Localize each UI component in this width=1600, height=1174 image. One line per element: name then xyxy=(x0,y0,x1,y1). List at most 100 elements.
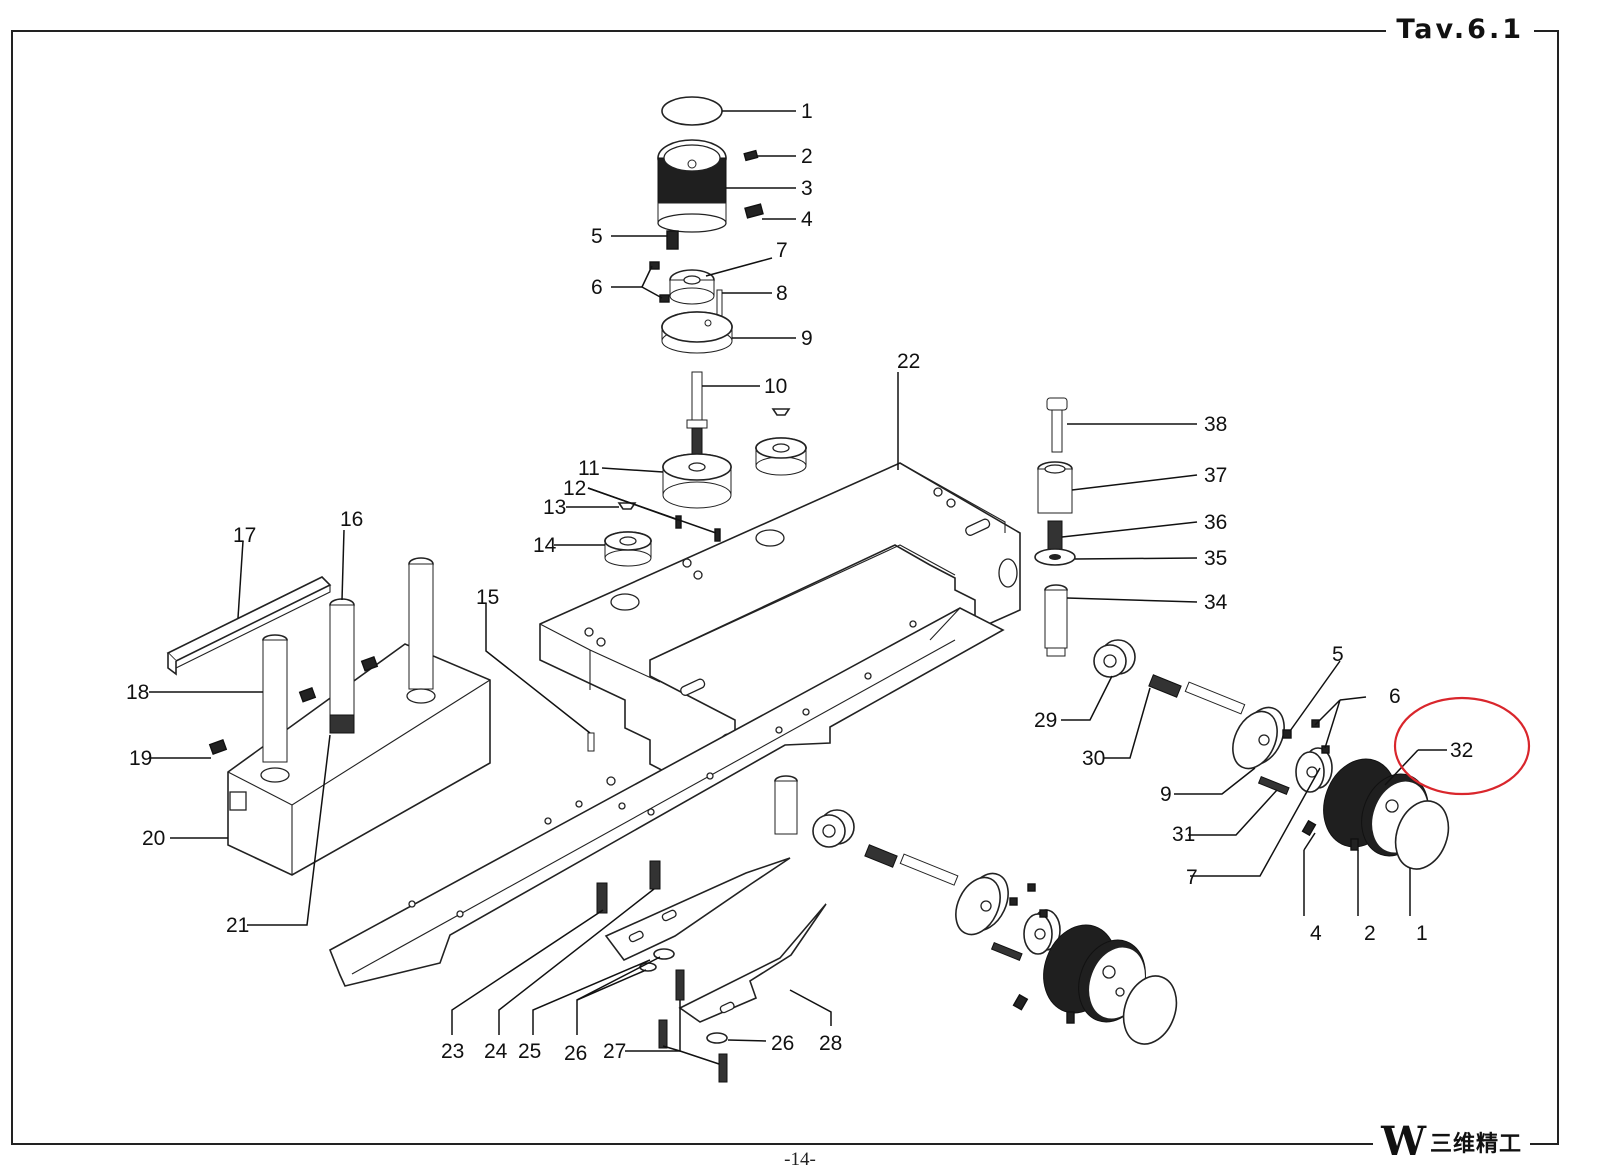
callout-38: 38 xyxy=(1204,413,1227,436)
callout-17: 17 xyxy=(233,524,256,547)
callout-top-5: 5 xyxy=(591,225,603,248)
callout-32: 32 xyxy=(1450,739,1473,762)
page-number: -14- xyxy=(784,1149,816,1170)
part-31-collar-right xyxy=(1295,747,1333,793)
callout-34: 34 xyxy=(1204,591,1228,614)
part-36-spring xyxy=(1047,520,1063,552)
callout-top-2: 2 xyxy=(801,145,813,168)
part-2-set-screw-right xyxy=(1350,838,1359,851)
part-30-screw-shaft xyxy=(1148,674,1246,715)
callout-top-4: 4 xyxy=(801,208,813,231)
part-4-grub-screw-right xyxy=(1301,819,1317,837)
callout-top-6: 6 xyxy=(591,276,603,299)
lower-grub-screw-b xyxy=(1066,1011,1075,1024)
callout-31: 31 xyxy=(1172,823,1195,846)
grub-screw-block-a xyxy=(360,656,379,672)
callout-36: 36 xyxy=(1204,511,1227,534)
part-2-set-screw-top xyxy=(743,149,759,162)
part-7-collar-top xyxy=(669,269,715,305)
part-12-pin-b xyxy=(714,528,721,542)
callout-18: 18 xyxy=(126,681,149,704)
lower-grub-screw-a xyxy=(1012,993,1029,1011)
callout-15: 15 xyxy=(476,586,499,609)
callout-12: 12 xyxy=(563,477,586,500)
callout-top-10: 10 xyxy=(764,375,787,398)
part-14-bushing xyxy=(604,531,652,567)
callout-labels: 1 2 3 4 5 6 7 8 9 10 11 12 13 14 15 16 1… xyxy=(126,100,1473,1065)
lower-screw-d xyxy=(1039,909,1048,918)
part-6-screw-top-b xyxy=(659,294,670,303)
part-1-cap-right xyxy=(1394,800,1450,870)
callout-28: 28 xyxy=(819,1032,842,1055)
brand-name: 三维精工 xyxy=(1429,1132,1522,1157)
part-5-grub-screw-top xyxy=(666,230,679,250)
part-23-lower-plate xyxy=(328,607,1005,987)
part-27-screw-c xyxy=(718,1053,728,1083)
part-26-washer-b xyxy=(639,962,657,972)
callout-35: 35 xyxy=(1204,547,1227,570)
table-label: Tav.6.1 xyxy=(1386,10,1534,50)
callout-29: 29 xyxy=(1034,709,1057,732)
part-15-pin xyxy=(587,732,595,752)
brand-mark: W xyxy=(1381,1118,1426,1165)
lower-bushing xyxy=(812,809,855,848)
part-37-sleeve xyxy=(1037,461,1073,514)
part-27-screw-a xyxy=(675,969,685,1001)
part-25-plate xyxy=(604,857,791,962)
callout-26b: 26 xyxy=(771,1032,794,1055)
callout-27: 27 xyxy=(603,1040,626,1063)
callout-top-3: 3 xyxy=(801,177,813,200)
callout-22: 22 xyxy=(897,350,920,373)
part-19-grub-screw xyxy=(208,739,228,755)
lower-cap xyxy=(1122,975,1178,1045)
callout-19: 19 xyxy=(129,747,152,770)
part-26-washer-c xyxy=(706,1032,728,1044)
callout-13: 13 xyxy=(543,496,566,519)
lower-screw-c xyxy=(1027,883,1036,892)
callout-right-5: 5 xyxy=(1332,643,1344,666)
callout-20: 20 xyxy=(142,827,165,850)
screw-head-right xyxy=(771,408,791,416)
callout-24: 24 xyxy=(484,1040,508,1063)
drawing-frame xyxy=(11,30,1559,1145)
part-17-rail xyxy=(166,576,332,676)
part-6-screw-top-a xyxy=(649,261,660,270)
lower-screw-e xyxy=(1009,897,1018,906)
lower-screw-shaft xyxy=(864,844,959,886)
part-3-knurled-knob-top xyxy=(657,139,727,233)
callout-30: 30 xyxy=(1082,747,1105,770)
part-pin-right xyxy=(406,557,436,704)
part-11-bushing xyxy=(662,453,732,509)
callout-26a: 26 xyxy=(564,1042,587,1065)
part-27-screw-b xyxy=(658,1019,668,1049)
callout-37: 37 xyxy=(1204,464,1227,487)
lower-disc xyxy=(955,872,1009,936)
part-34-standoff xyxy=(1044,584,1068,657)
callout-25: 25 xyxy=(518,1040,541,1063)
callout-top-1: 1 xyxy=(801,100,813,123)
callout-right-2: 2 xyxy=(1364,922,1376,945)
callout-top-8: 8 xyxy=(776,282,788,305)
part-28-plate xyxy=(678,903,827,1023)
part-16-pin-center xyxy=(329,598,355,734)
part-9-disc-top xyxy=(661,311,733,354)
part-23-screw xyxy=(596,882,608,914)
callout-14: 14 xyxy=(533,534,557,557)
part-18-pin-left xyxy=(260,634,290,783)
part-31-screw xyxy=(1257,775,1290,795)
part-26-washer-a xyxy=(653,948,675,960)
part-1-cap-top xyxy=(661,96,723,126)
leader-lines xyxy=(149,110,1447,1065)
callout-11: 11 xyxy=(578,457,600,480)
callout-right-9: 9 xyxy=(1160,783,1172,806)
callout-16: 16 xyxy=(340,508,363,531)
callout-top-7: 7 xyxy=(776,239,788,262)
part-4-grub-screw-top xyxy=(744,203,764,219)
callout-right-6: 6 xyxy=(1389,685,1401,708)
callout-right-7: 7 xyxy=(1186,866,1198,889)
part-35-washer xyxy=(1034,548,1076,566)
callout-23: 23 xyxy=(441,1040,464,1063)
callout-21: 21 xyxy=(226,914,249,937)
part-5-grub-screw-right xyxy=(1282,729,1292,739)
